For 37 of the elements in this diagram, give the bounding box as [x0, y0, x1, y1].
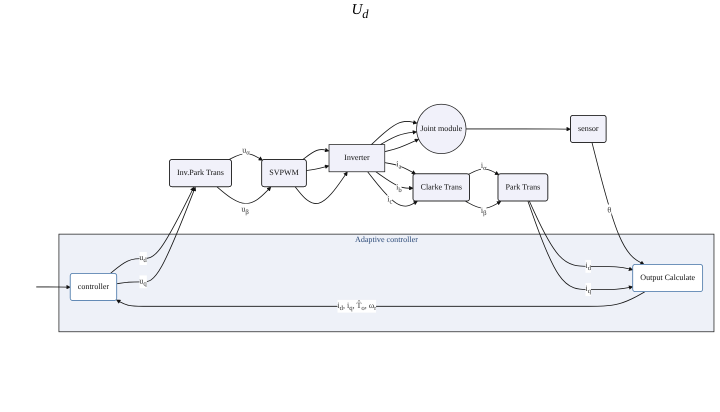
arrow — [465, 200, 502, 209]
edge-label: i$_{a}$ — [396, 160, 402, 170]
voltage-label: U$_{d}$ — [351, 2, 369, 22]
edge-label: i$_{d}$ — [586, 261, 592, 272]
arrow — [306, 164, 330, 171]
arrow — [371, 120, 418, 145]
arrow — [528, 200, 634, 290]
edge-label: i$_{β}$ — [480, 206, 487, 217]
arrow — [294, 172, 348, 204]
arrow — [468, 168, 500, 175]
arrow — [367, 171, 418, 206]
arrow — [302, 148, 330, 160]
edge-label: i$_{b}$ — [396, 183, 402, 194]
edge-label: u$_{β}$ — [241, 205, 249, 216]
node-box: Inverter — [328, 144, 386, 172]
arrow — [216, 186, 272, 204]
arrow — [110, 186, 194, 274]
edge-label: i$_{q}$ — [586, 284, 592, 295]
arrow — [384, 162, 416, 174]
edge-label: i$_{d}$, i$_{q}$, T̂$_{o}$, ω$_{r}$ — [337, 301, 376, 312]
arrow — [528, 200, 634, 271]
edge-label: θ — [607, 206, 612, 214]
arrow — [380, 130, 417, 145]
edge-label: u$_{q}$ — [139, 276, 147, 287]
edge-label: i$_{c}$ — [387, 194, 392, 206]
node-circle: Joint module — [416, 104, 466, 154]
arrow — [384, 138, 419, 152]
edge-label: i$_{α}$ — [480, 161, 487, 172]
arrow — [36, 284, 71, 290]
arrow — [376, 171, 414, 190]
edge-label: u$_{α}$ — [242, 146, 250, 156]
arrow — [466, 126, 571, 132]
arrow — [228, 153, 263, 161]
edge-label: u$_{d}$ — [139, 254, 147, 264]
arrow — [116, 291, 646, 307]
arrow — [116, 186, 196, 284]
arrow — [592, 142, 644, 265]
